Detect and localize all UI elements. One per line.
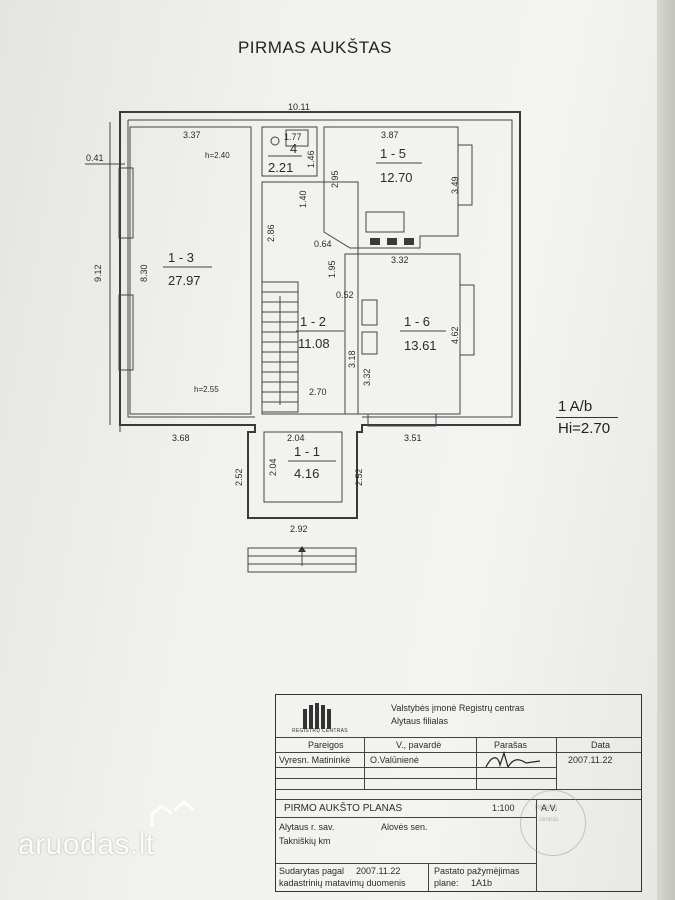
- signature-icon: [484, 750, 544, 776]
- plan-title: PIRMAS AUKŠTAS: [237, 38, 393, 57]
- col-parasas: Parašas: [494, 740, 528, 750]
- room-1-1-outline: [263, 431, 343, 503]
- room-1-5-number: 1 - 5: [380, 146, 406, 161]
- dim-label: 3.87: [381, 130, 399, 140]
- compiled-label-2: kadastrinių matavimų duomenis: [279, 878, 406, 888]
- building-label: Pastato pažymėjimas: [434, 866, 520, 876]
- compiled-label: Sudarytas pagal: [279, 866, 345, 876]
- col-pareigos: Pareigos: [308, 740, 344, 750]
- window: [457, 144, 473, 206]
- role: Vyresn. Matininkė: [279, 755, 351, 765]
- room-1-1-area: 4.16: [294, 466, 319, 481]
- room-1-3-number: 1 - 3: [168, 250, 194, 265]
- dim-label: 1.46: [306, 150, 316, 168]
- height-note: h=2.40: [205, 151, 230, 160]
- window: [367, 413, 437, 427]
- scale-rule: [556, 417, 618, 418]
- house-logo-icon: [148, 800, 198, 830]
- eldership: Alovės sen.: [381, 822, 428, 832]
- dim-label: 10.11: [288, 102, 310, 112]
- registry-logo-icon: [286, 701, 346, 737]
- plan-scale: 1:100: [492, 803, 515, 813]
- room-1-6-area: 13.61: [404, 338, 437, 353]
- district: Alytaus r. sav.: [279, 822, 335, 832]
- dim-label: 2.52: [234, 468, 244, 486]
- window: [118, 294, 134, 371]
- room-1-5-area: 12.70: [380, 170, 413, 185]
- col-vardas: V., pavardė: [396, 740, 442, 750]
- window: [118, 167, 134, 239]
- dim-label: 2.70: [309, 387, 327, 397]
- page-edge: [657, 0, 675, 900]
- stairs: [261, 281, 299, 413]
- room-1-6-number: 1 - 6: [404, 314, 430, 329]
- dim-label: 2.86: [266, 224, 276, 242]
- room-1-2-area: 11.08: [298, 336, 330, 351]
- room-1-2-number: 1 - 2: [300, 314, 326, 329]
- org-line-1: Valstybės įmonė Registrų centras: [391, 703, 525, 713]
- room-1-3-area: 27.97: [168, 273, 201, 288]
- dim-label: 3.32: [362, 368, 372, 386]
- logo-text: REGISTRŲ CENTRAS: [292, 728, 348, 734]
- room-1-1-number: 1 - 1: [294, 444, 320, 459]
- dim-label: 2.52: [354, 468, 364, 486]
- room-4-number: 4: [290, 141, 297, 156]
- building-label-2: plane:: [434, 878, 459, 888]
- plan-name: PIRMO AUKŠTO PLANAS: [284, 803, 403, 814]
- dim-label: 4.62: [450, 326, 460, 344]
- dim-label: 8.30: [139, 264, 149, 282]
- name: O.Valūnienė: [370, 755, 419, 765]
- dim-label: 2.04: [287, 433, 305, 443]
- dim-label: 2.04: [268, 458, 278, 476]
- watermark: aruodas.lt: [18, 828, 155, 861]
- room-1-3-outline: [129, 126, 252, 415]
- room-4-outline: [261, 126, 318, 177]
- dim-label: 0.41: [86, 153, 104, 163]
- dim-label: 1.40: [298, 190, 308, 208]
- dim-label: 9.12: [93, 264, 103, 282]
- window: [459, 284, 475, 356]
- compiled-date: 2007.11.22: [356, 866, 401, 876]
- dim-label: 3.32: [391, 255, 409, 265]
- dim-label: 3.51: [404, 433, 422, 443]
- title-block: REGISTRŲ CENTRAS Valstybės įmonė Registr…: [275, 694, 642, 892]
- dim-label: 0.64: [314, 239, 332, 249]
- height-note: h=2.55: [194, 385, 219, 394]
- scale-label: 1 A/b: [558, 398, 593, 415]
- outer-wall: [119, 111, 521, 519]
- dim-label: 0.52: [336, 290, 354, 300]
- dim-label: 1.77: [284, 132, 302, 142]
- dim-label: 3.49: [450, 176, 460, 194]
- dim-label: 2.95: [330, 170, 340, 188]
- dim-label: 1.95: [327, 260, 337, 278]
- org-line-2: Alytaus filialas: [391, 716, 449, 726]
- height-index-label: Hi=2.70: [558, 420, 611, 437]
- room-4-area: 2.21: [268, 160, 293, 175]
- official-seal-icon: Registrų centras: [520, 790, 586, 856]
- col-data: Data: [591, 740, 611, 750]
- dim-label: 3.18: [347, 350, 357, 368]
- dim-label: 3.68: [172, 433, 190, 443]
- building-code: 1A1b: [471, 878, 493, 888]
- dim-label: 3.37: [183, 130, 201, 140]
- dim-label: 2.92: [290, 524, 308, 534]
- date: 2007.11.22: [568, 755, 613, 765]
- village: Takniškių km: [279, 836, 331, 846]
